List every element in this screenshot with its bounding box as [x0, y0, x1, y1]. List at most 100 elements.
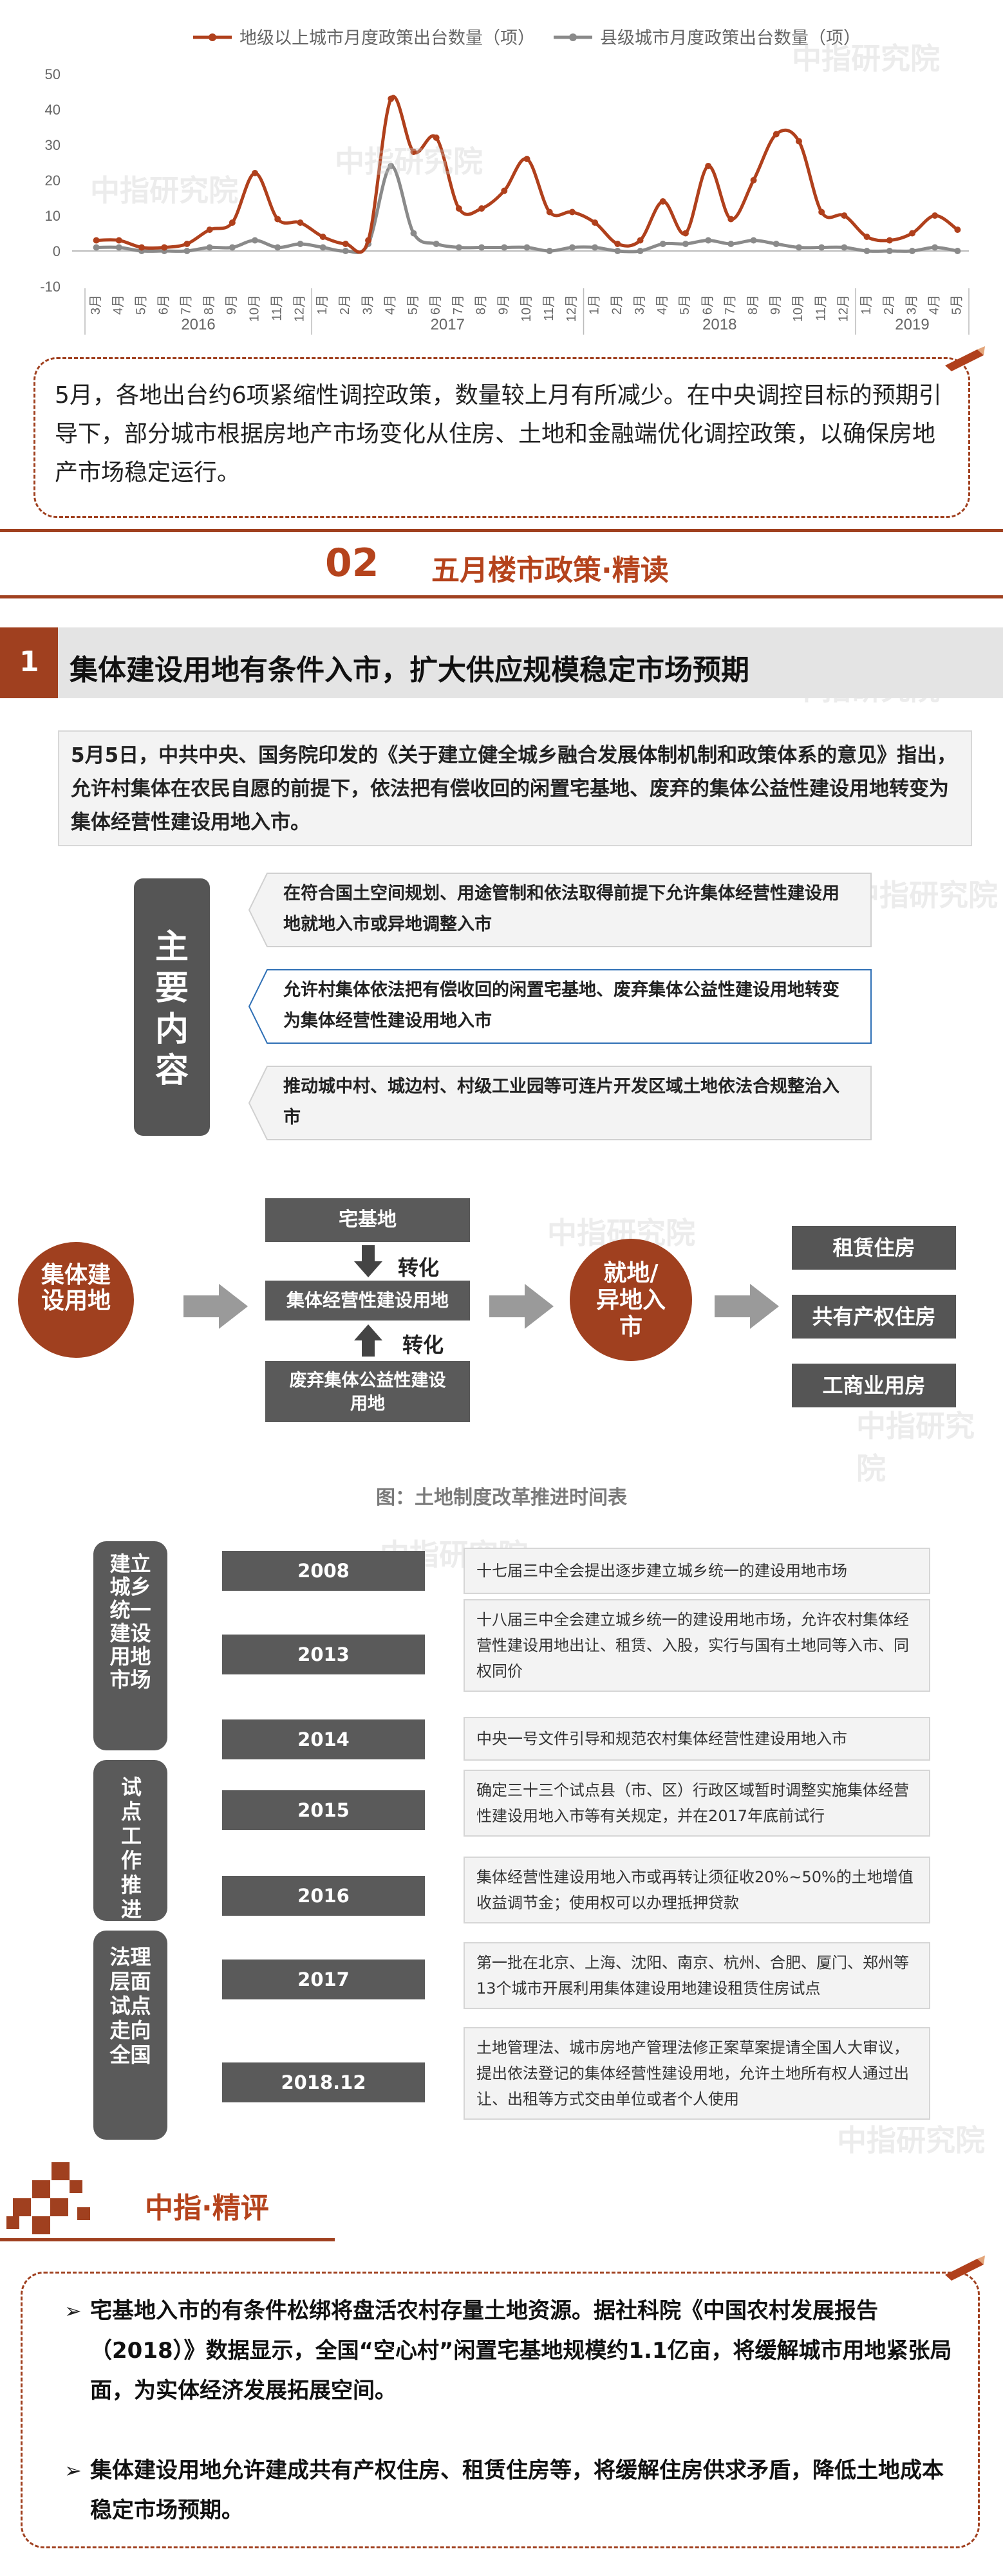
x-tick-label: 3月 [89, 295, 103, 315]
section-number: 02 [325, 541, 379, 586]
x-tick-label: 2月 [882, 295, 896, 315]
x-tick-label: 1月 [859, 295, 874, 315]
series-point [659, 241, 666, 247]
series-point [501, 187, 508, 194]
series-line [96, 95, 959, 254]
x-tick-label: 12月 [837, 295, 851, 322]
topic-title: 集体建设用地有条件入市，扩大供应规模稳定市场预期 [70, 654, 749, 687]
topic-number-box [0, 627, 58, 698]
series-point [93, 244, 100, 251]
flow-convert-top: 转化 [398, 1256, 440, 1280]
series-point [546, 208, 553, 216]
x-tick-label: 10月 [247, 295, 261, 322]
timeline-desc-2008: 十七届三中全会提出逐步建立城乡统一的建设用地市场 [464, 1548, 930, 1594]
x-tick-label: 12月 [565, 295, 579, 322]
section-title: 五月楼市政策·精读 [431, 554, 669, 587]
series-point [908, 230, 915, 237]
intro-box [58, 730, 972, 846]
series-point [410, 149, 417, 155]
series-point [841, 244, 848, 251]
series-point [455, 244, 462, 251]
series-point [614, 248, 621, 254]
series-point [546, 248, 553, 254]
x-tick-label: 6月 [700, 295, 715, 315]
series-point [637, 248, 644, 254]
x-tick-label: 5月 [678, 295, 692, 315]
x-tick-label: 1月 [587, 295, 601, 315]
flow-arrow-1 [183, 1284, 248, 1329]
year-box-2017: 2017 [222, 1960, 425, 1999]
section-line-top [0, 529, 1003, 532]
comment-title-underline [0, 2238, 335, 2241]
x-tick-label: 9月 [769, 295, 783, 315]
summary-text: 5月，各地出台约6项紧缩性调控政策，数量较上月有所减少。在中央调控目标的预期引导… [55, 382, 942, 486]
main-content-label-chars: 主 要 内 容 [134, 927, 210, 1091]
x-tick-label: 5月 [406, 295, 420, 315]
series-point [319, 234, 326, 240]
stage-text-2: 试点工作推进 [121, 1775, 142, 1922]
series-point [592, 219, 599, 226]
x-tick-label: 10月 [791, 295, 805, 322]
x-tick-label: 12月 [293, 295, 307, 322]
main-item-text-1: 在符合国土空间规划、用途管制和依法取得前提下允许集体经营性建设用地就地入市或异地… [283, 884, 839, 934]
series-point [795, 138, 802, 145]
timeline-caption: 图：土地制度改革推进时间表 [376, 1487, 627, 1509]
series-point [727, 216, 735, 223]
series-point [319, 244, 326, 251]
x-tick-label: 11月 [270, 295, 285, 321]
flow-convert-bottom: 转化 [402, 1333, 444, 1357]
year-box-2018-12: 2018.12 [222, 2062, 425, 2102]
x-tick-label: 8月 [746, 295, 760, 315]
series-point [750, 237, 757, 244]
series-point [863, 248, 870, 254]
series-point [161, 244, 168, 251]
x-tick-label: 4月 [655, 295, 670, 315]
x-tick-label: 4月 [384, 295, 398, 315]
year-box-2015: 2015 [222, 1790, 425, 1830]
series-point [252, 237, 259, 244]
use-box-shared: 共有产权住房 [792, 1295, 956, 1339]
main-content-label [134, 878, 210, 1136]
x-tick-label: 3月 [361, 295, 375, 315]
x-tick-label: 1月 [315, 295, 330, 315]
x-tick-label: 5月 [134, 295, 148, 315]
series-point [297, 241, 304, 247]
year-label: 2017 [431, 316, 465, 333]
series-point [365, 237, 372, 244]
main-item-3 [248, 1065, 872, 1141]
series-point [727, 241, 735, 247]
series-point [138, 244, 145, 251]
series-point [252, 170, 259, 176]
comment-title: 中指·精评 [145, 2192, 269, 2225]
main-item-2 [248, 968, 872, 1044]
stage-box-3 [93, 1931, 167, 2140]
series-point [886, 248, 893, 254]
series-point [705, 237, 712, 244]
series-point [433, 134, 440, 141]
x-tick-label: 6月 [156, 295, 171, 315]
series-point [954, 248, 961, 254]
label-char: 容 [155, 1052, 189, 1090]
main-item-1 [248, 872, 872, 948]
use-box-commercial: 工商业用房 [792, 1364, 956, 1407]
year-label: 2018 [702, 316, 736, 333]
topic-number: 1 [19, 645, 39, 678]
series-point [342, 241, 349, 247]
series-point [750, 177, 757, 183]
flow-bottom-box [265, 1361, 470, 1422]
comment-bullet-2: 集体建设用地允许建成共有产权住房、租赁住房等，将缓解住房供求矛盾，降低土地成本稳… [90, 2458, 944, 2523]
series-point [818, 208, 825, 216]
timeline-desc-2016: 集体经营性建设用地入市或再转让须征收20%~50%的土地增值收益调节金；使用权可… [464, 1857, 930, 1923]
series-point [206, 227, 213, 233]
series-point [523, 156, 530, 162]
x-tick-label: 8月 [474, 295, 488, 315]
year-box-2016: 2016 [222, 1876, 425, 1916]
flow-arrow-3 [715, 1284, 779, 1329]
x-tick-label: 3月 [633, 295, 647, 315]
y-tick-label: 0 [53, 243, 61, 259]
series-point [954, 227, 961, 233]
main-item-text-2: 允许村集体依法把有偿收回的闲置宅基地、废弃集体公益性建设用地转变为集体经营性建设… [283, 980, 839, 1031]
x-tick-label: 9月 [497, 295, 511, 315]
series-point [908, 248, 915, 254]
flow-source-text: 集体建设用地 [41, 1262, 111, 1314]
